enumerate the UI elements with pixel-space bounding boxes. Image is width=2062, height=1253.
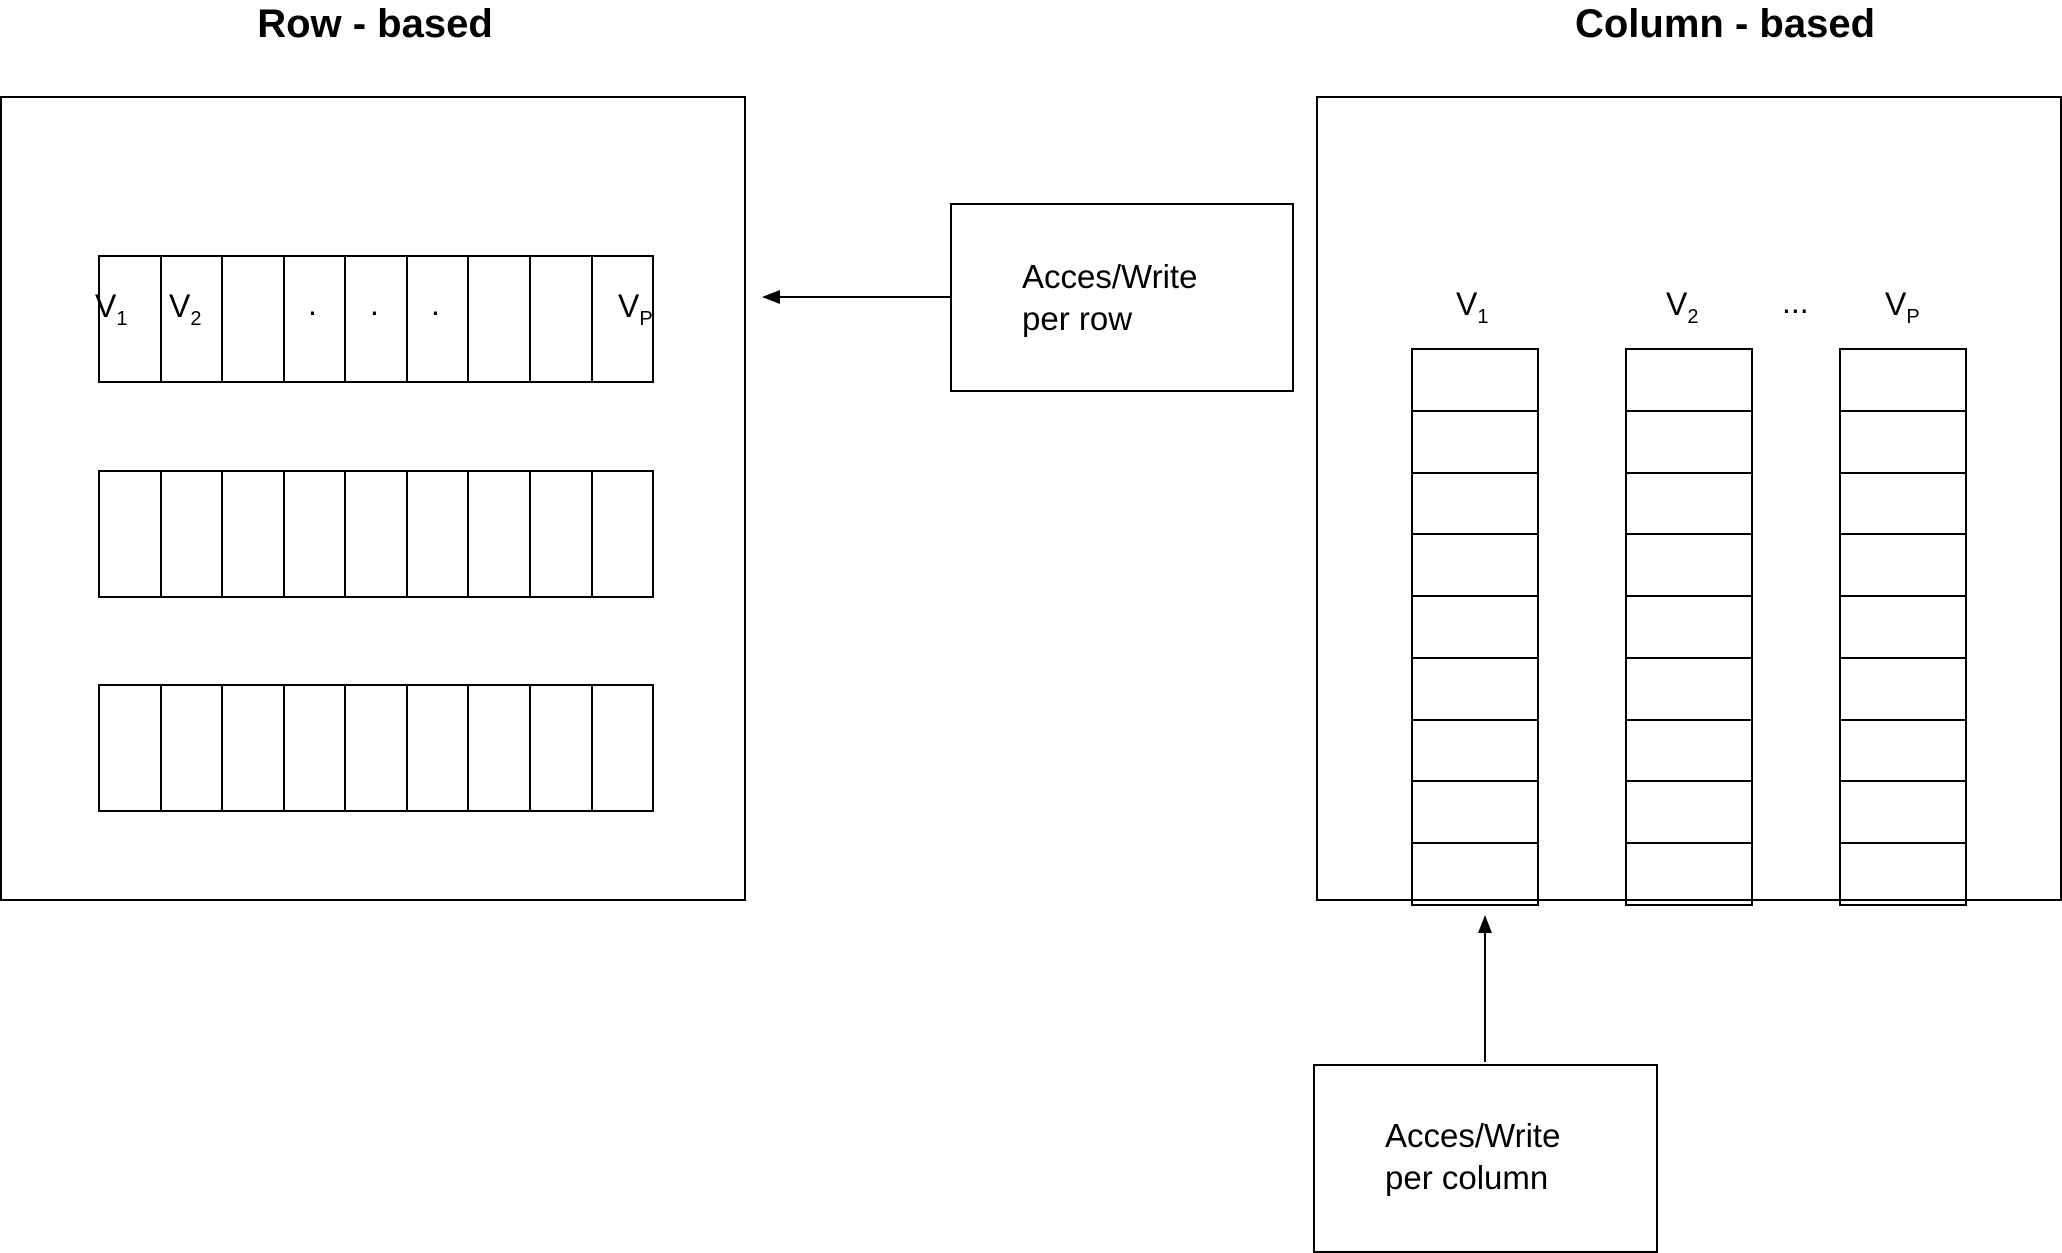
row-var-label-p: VP [618,288,653,330]
access-per-column-text: Acces/Write per column [1385,1117,1561,1196]
row-cell [223,257,285,381]
row-cell [162,686,224,810]
column-cell [1627,659,1751,721]
row-cell [162,472,224,596]
data-column-1 [1411,348,1539,906]
column-cell [1841,597,1965,659]
column-based-title: Column - based [1574,2,1876,46]
column-cell [1413,474,1537,536]
column-cell [1841,535,1965,598]
column-var-label-1: V1 [1456,286,1489,328]
column-cell [1413,412,1537,474]
row-cell [346,686,408,810]
row-cell [531,472,593,596]
column-cell [1841,659,1965,721]
column-cell [1413,535,1537,598]
row-cell [100,257,162,381]
data-column-2 [1625,348,1753,906]
row-cell [469,257,531,381]
row-ellipsis-dot: . [431,286,440,322]
row-cell [469,686,531,810]
row-cell [469,472,531,596]
column-ellipsis: ... [1782,284,1809,320]
access-per-column-box: Acces/Write per column [1313,1064,1658,1253]
column-cell [1627,597,1751,659]
row-cell [408,472,470,596]
arrow-to-column-panel [1478,915,1492,1062]
row-cell [285,472,347,596]
data-row-3 [98,684,654,812]
row-cell [285,686,347,810]
row-based-panel: V1 V2 . . . VP [0,96,746,901]
column-cell [1627,535,1751,598]
row-ellipsis-dot: . [308,286,317,322]
data-row-2 [98,470,654,598]
column-cell [1841,782,1965,845]
row-var-label-1: V1 [95,288,128,330]
row-cell [162,257,224,381]
row-cell [223,686,285,810]
data-row-1 [98,255,654,383]
column-cell [1627,721,1751,783]
row-cell [223,472,285,596]
row-cell [285,257,347,381]
row-cell [531,257,593,381]
row-cell [346,257,408,381]
row-var-label-2: V2 [169,288,202,330]
column-based-panel: V1 V2 ... VP [1316,96,2062,906]
row-cell [100,472,162,596]
row-cell [408,257,470,381]
row-cell [408,686,470,810]
column-cell [1627,412,1751,474]
column-cell [1841,412,1965,474]
column-var-label-2: V2 [1666,286,1699,328]
access-per-row-box: Acces/Write per row [950,203,1294,392]
row-cell [100,686,162,810]
column-cell [1413,350,1537,412]
row-ellipsis-dot: . [370,286,379,322]
column-cell [1413,659,1537,721]
column-cell [1413,782,1537,845]
row-cell [346,472,408,596]
column-cell [1627,782,1751,845]
column-cell [1627,350,1751,412]
data-column-p [1839,348,1967,906]
column-cell [1841,721,1965,783]
column-cell [1841,474,1965,536]
column-cell [1627,474,1751,536]
column-cell [1841,350,1965,412]
column-cell [1413,721,1537,783]
column-cell [1413,597,1537,659]
column-var-label-p: VP [1885,286,1920,328]
arrow-to-row-panel [762,290,950,304]
access-per-row-text: Acces/Write per row [1022,258,1198,337]
row-cell [531,686,593,810]
row-based-title: Row - based [257,2,493,46]
